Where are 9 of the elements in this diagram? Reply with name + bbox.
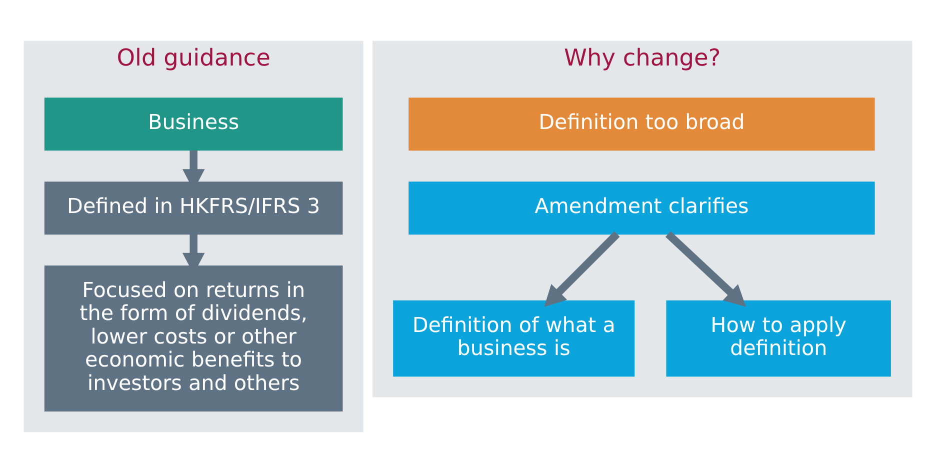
arrow [665, 230, 746, 306]
node-box: Defined in HKFRS/IFRS 3 [44, 181, 343, 234]
node-box: Definition of what a business is [393, 300, 635, 376]
node-box: Focused on returns in the form of dividends, lower costs or other economic benefits to investors and others [44, 265, 343, 411]
node-box: Definition too broad [408, 97, 875, 150]
arrow [544, 230, 620, 306]
node-box: How to apply definition [666, 300, 891, 376]
node-box: Amendment clarifies [408, 181, 875, 234]
node-box: Business [44, 97, 343, 150]
